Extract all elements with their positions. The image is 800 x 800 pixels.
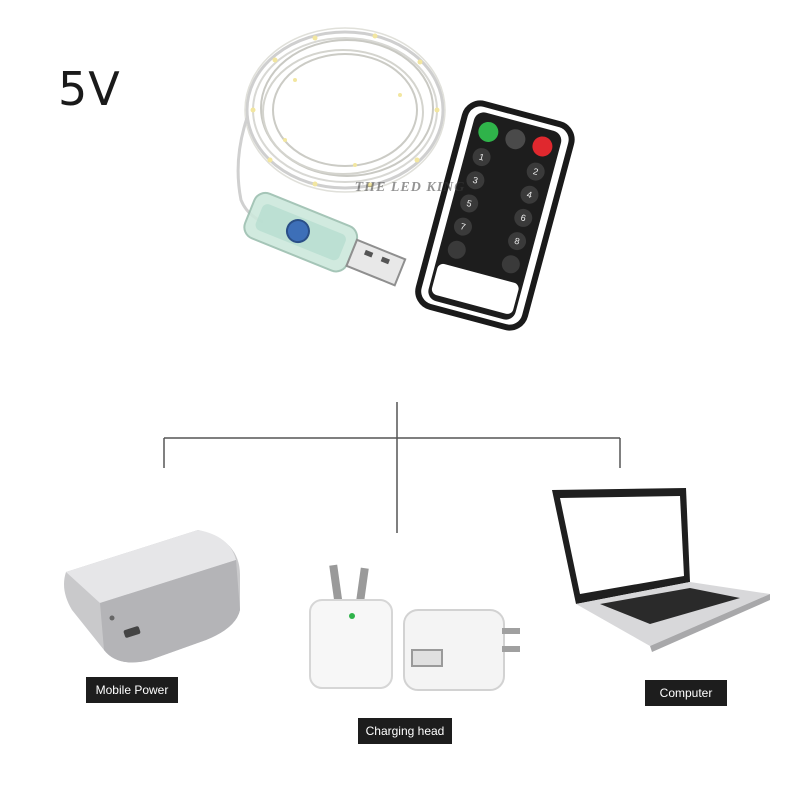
svg-text:5: 5	[465, 198, 472, 209]
charging-head-label: Charging head	[358, 718, 452, 744]
remote-control-icon: 1 2 3 4 5 6 7 8	[415, 100, 575, 331]
usb-controller-icon	[243, 191, 407, 287]
svg-text:8: 8	[513, 236, 520, 247]
svg-text:1: 1	[478, 152, 485, 163]
power-bank-icon	[64, 530, 240, 663]
svg-text:7: 7	[459, 221, 466, 232]
svg-text:4: 4	[526, 189, 533, 200]
svg-text:6: 6	[520, 212, 527, 223]
mobile-power-label: Mobile Power	[86, 677, 178, 703]
svg-text:3: 3	[472, 175, 479, 186]
usb-wall-charger-icon	[309, 564, 520, 691]
product-photo: 1 2 3 4 5 6 7 8	[155, 0, 668, 380]
computer-label: Computer	[645, 680, 727, 706]
laptop-icon	[552, 488, 770, 652]
voltage-heading: 5V	[58, 62, 121, 116]
watermark: THE LED KING	[354, 180, 466, 195]
svg-text:2: 2	[532, 166, 539, 177]
copper-wire-led-string-icon	[236, 27, 446, 224]
